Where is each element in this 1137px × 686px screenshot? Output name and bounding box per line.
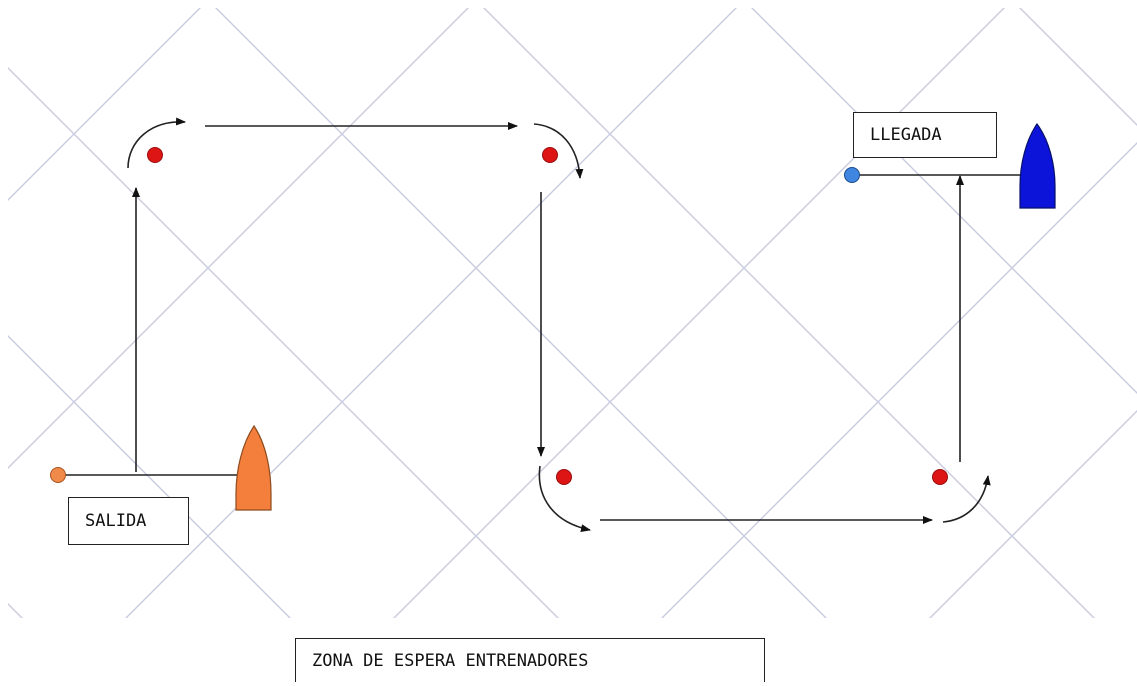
grid-line (8, 8, 201, 201)
coach-waiting-zone-label: ZONA DE ESPERA ENTRENADORES (295, 638, 765, 682)
rounding-arrow-2 (533, 123, 584, 179)
grid-line (1116, 0, 1137, 681)
grid-line (751, 8, 1137, 394)
finish-label: LLEGADA (853, 112, 997, 158)
mark-4 (932, 469, 948, 485)
start-committee-boat-icon (235, 424, 272, 511)
grid-line (8, 603, 23, 618)
mark-2 (542, 147, 558, 163)
rounding-arrow-4 (942, 475, 991, 523)
grid-line (661, 142, 1137, 618)
grid-line (125, 8, 737, 618)
finish-pin-buoy (844, 167, 860, 183)
course-path (58, 117, 1030, 533)
grid-line (1019, 8, 1137, 126)
finish-committee-boat-icon (1019, 122, 1056, 209)
grid-line (8, 67, 559, 618)
mark-3 (556, 469, 572, 485)
grid-line (8, 335, 291, 618)
start-pin-buoy (50, 467, 66, 483)
mark-1 (147, 147, 163, 163)
grid-line (393, 8, 1005, 618)
grid-line (929, 410, 1137, 618)
rounding-arrow-1 (127, 117, 186, 169)
rounding-arrow-3 (538, 465, 591, 533)
start-label: SALIDA (68, 497, 189, 545)
grid-line (8, 8, 469, 469)
grid-line (483, 8, 1095, 618)
grid-line (215, 8, 827, 618)
